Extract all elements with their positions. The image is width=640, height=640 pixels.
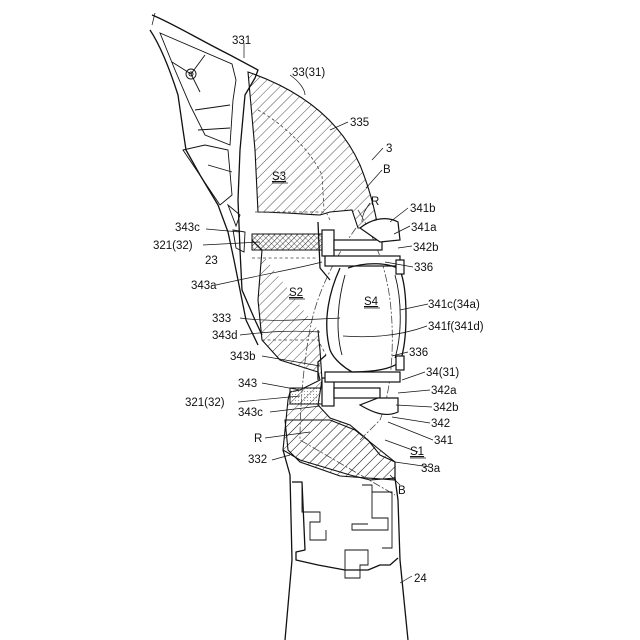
label-341a: 341a [411,222,437,234]
upper-fastener-321 [252,219,400,266]
label-r-bot: R [254,433,262,445]
label-335: 335 [350,117,369,129]
label-343c-bot: 343c [238,407,263,419]
label-3: 3 [386,143,392,155]
label-336-bot: 336 [409,347,428,359]
label-321-32-top: 321(32) [153,240,193,252]
label-341b: 341b [410,203,436,215]
label-341c: 341c(34a) [428,299,480,311]
label-b-bot: B [398,485,406,497]
region-s2: S2 [289,287,303,299]
label-r-top: R [371,196,379,208]
label-33-31: 33(31) [292,67,325,79]
label-342b-bot: 342b [433,402,459,414]
label-341: 341 [434,435,453,447]
label-34-31: 34(31) [426,367,459,379]
label-343b: 343b [230,351,256,363]
cover-member-33 [248,72,395,480]
upper-frame-23 [150,13,262,345]
label-23: 23 [205,255,218,267]
label-343c-top: 343c [175,222,200,234]
label-331: 331 [232,35,251,47]
label-321-32-bot: 321(32) [185,397,225,409]
label-333: 333 [212,313,231,325]
label-342b-top: 342b [413,242,439,254]
label-24: 24 [414,573,427,585]
label-343: 343 [238,378,257,390]
label-343d: 343d [212,330,238,342]
region-s1: S1 [410,446,424,458]
label-342: 342 [431,418,450,430]
label-33a: 33a [421,463,441,475]
label-343a: 343a [191,280,217,292]
region-s4: S4 [364,296,379,308]
label-341f: 341f(341d) [428,321,484,333]
label-342a: 342a [431,385,457,397]
label-b-top: B [383,164,391,176]
label-332: 332 [248,454,267,466]
label-336-top: 336 [414,262,433,274]
region-s3: S3 [272,171,286,183]
